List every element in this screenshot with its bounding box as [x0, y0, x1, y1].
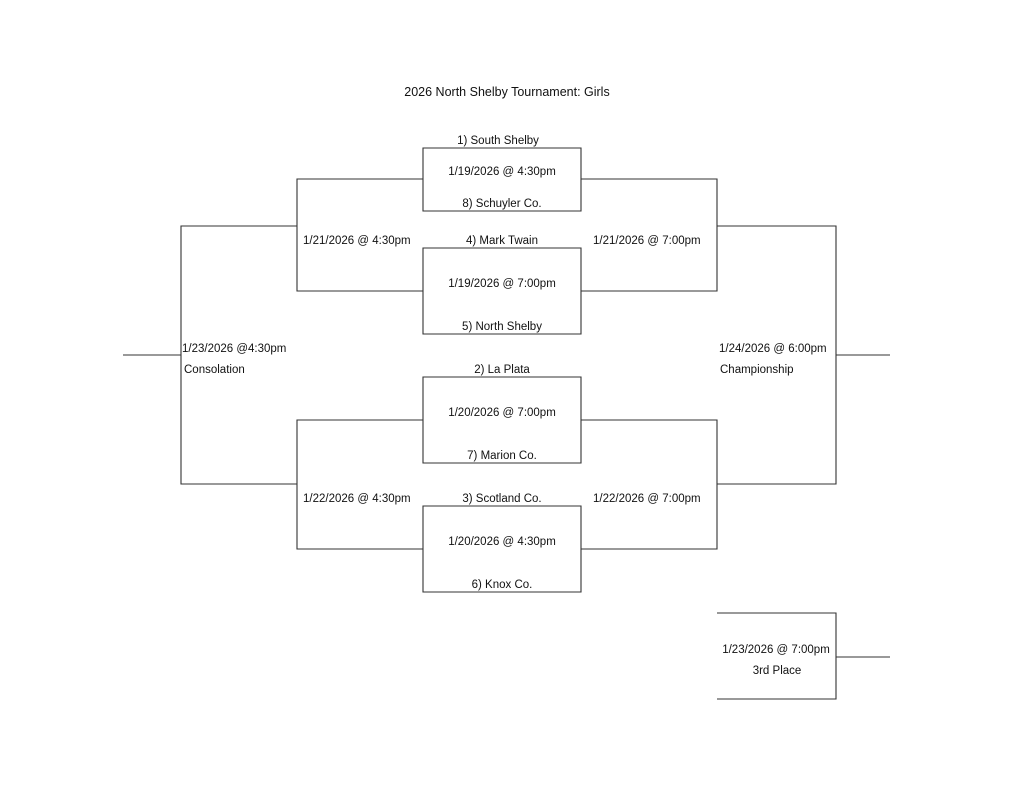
third-place-label: 3rd Place	[752, 665, 802, 677]
game-box-1	[422, 147, 582, 212]
third-place-bracket	[717, 612, 837, 700]
championship-date: 1/24/2026 @ 6:00pm	[719, 343, 827, 355]
championship-label: Championship	[720, 364, 794, 376]
game-box-3	[422, 376, 582, 464]
game3-bottom-team: 7) Marion Co.	[467, 450, 537, 462]
page-title: 2026 North Shelby Tournament: Girls	[404, 85, 610, 99]
game4-date: 1/20/2026 @ 4:30pm	[448, 536, 556, 548]
semi-right-top-date: 1/21/2026 @ 7:00pm	[593, 235, 701, 247]
game4-bottom-team: 6) Knox Co.	[471, 579, 533, 591]
left-bottom-semi-bracket	[296, 419, 423, 550]
game4-top-team: 3) Scotland Co.	[462, 493, 542, 505]
right-top-semi-bracket	[581, 178, 718, 292]
semi-right-bottom-date: 1/22/2026 @ 7:00pm	[593, 493, 701, 505]
game1-top-team: 1) South Shelby	[457, 135, 539, 147]
game1-bottom-team: 8) Schuyler Co.	[462, 198, 542, 210]
game2-date: 1/19/2026 @ 7:00pm	[448, 278, 556, 290]
game-box-4	[422, 505, 582, 593]
game3-date: 1/20/2026 @ 7:00pm	[448, 407, 556, 419]
semi-left-bottom-date: 1/22/2026 @ 4:30pm	[303, 493, 411, 505]
semi-left-top-date: 1/21/2026 @ 4:30pm	[303, 235, 411, 247]
consolation-date: 1/23/2026 @4:30pm	[182, 343, 287, 355]
game3-top-team: 2) La Plata	[474, 364, 530, 376]
left-top-semi-bracket	[296, 178, 423, 292]
game1-date: 1/19/2026 @ 4:30pm	[448, 166, 556, 178]
game-box-2	[422, 247, 582, 335]
game2-top-team: 4) Mark Twain	[465, 235, 539, 247]
right-bottom-semi-bracket	[581, 419, 718, 550]
third-place-date: 1/23/2026 @ 7:00pm	[722, 644, 830, 656]
consolation-label: Consolation	[184, 364, 245, 376]
game2-bottom-team: 5) North Shelby	[462, 321, 542, 333]
